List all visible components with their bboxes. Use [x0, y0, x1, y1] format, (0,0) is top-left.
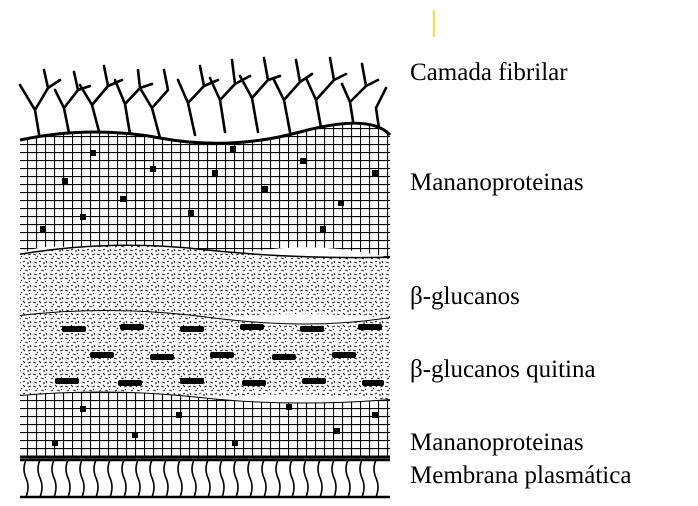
yellow-marker	[433, 10, 435, 37]
plasma-membrane-layer	[20, 460, 390, 497]
label-beta-glucans: β-glucanos	[410, 284, 520, 309]
label-plasma-membrane: Membrana plasmática	[410, 463, 631, 488]
outer-mannoprotein-layer	[20, 120, 390, 260]
label-beta-glucans-chitin: β-glucanos quitina	[410, 357, 596, 382]
beta-glucan-chitin-layer	[20, 305, 390, 404]
label-fibrillar-layer: Camada fibrilar	[410, 60, 568, 85]
beta-glucan-layer	[20, 238, 390, 325]
label-outer-mannoproteins: Mananoproteinas	[410, 170, 584, 195]
cell-wall-diagram	[0, 0, 400, 506]
label-inner-mannoproteins: Mananoproteinas	[410, 430, 584, 455]
